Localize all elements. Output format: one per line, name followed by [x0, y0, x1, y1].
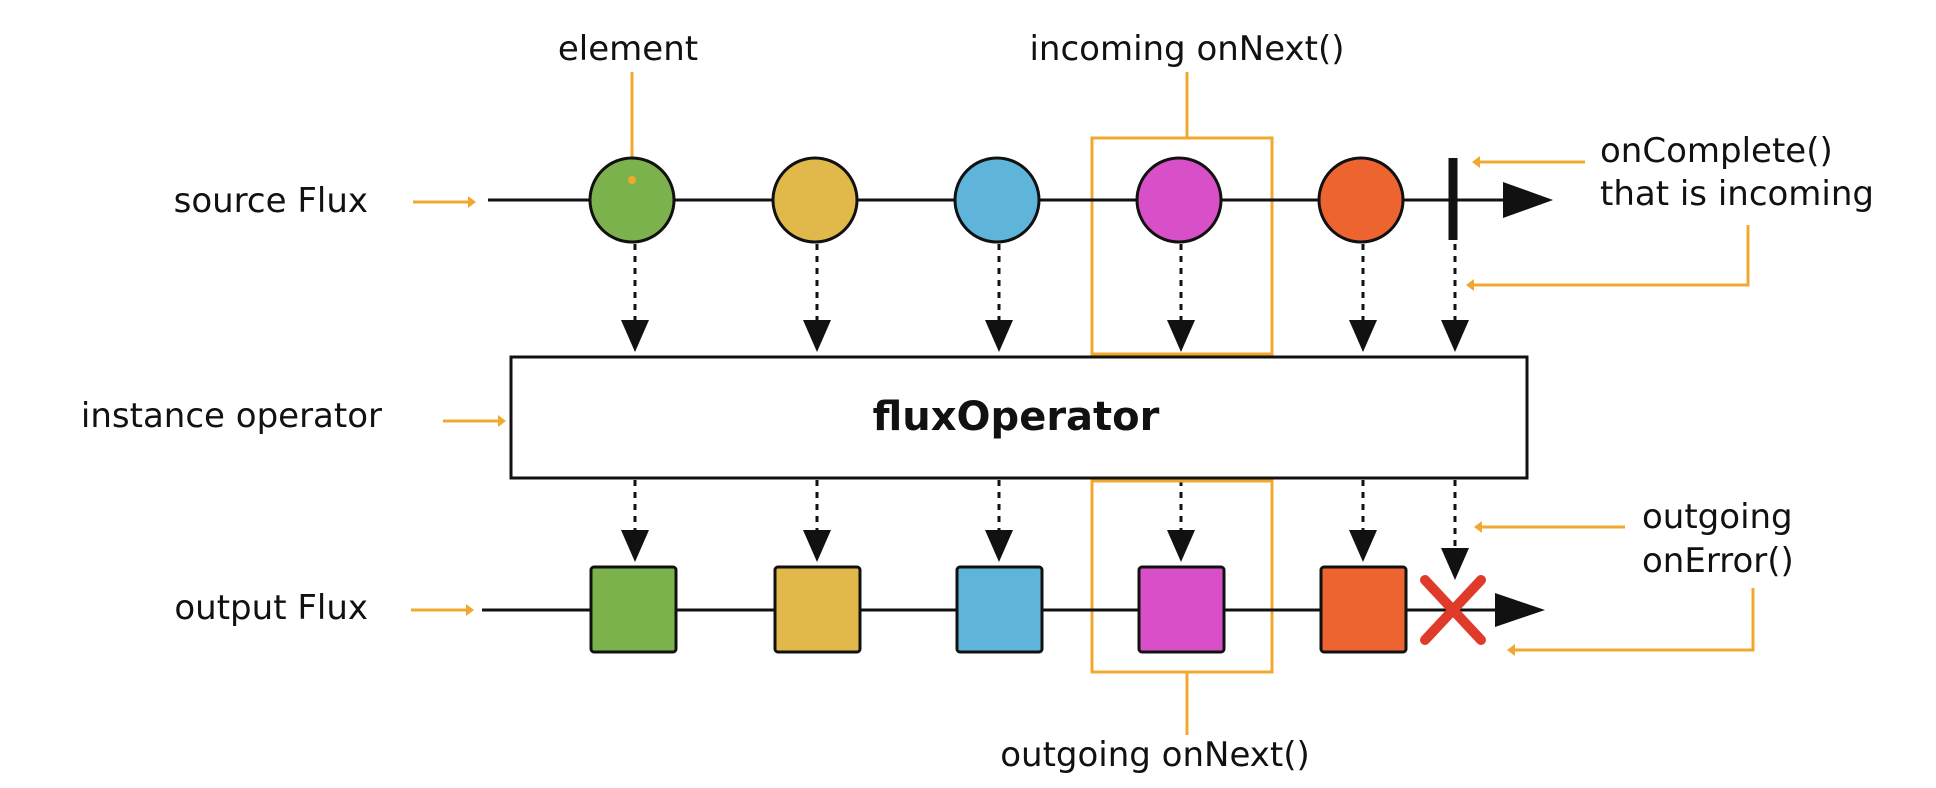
source-flux-pointer [413, 196, 476, 208]
source-element-4 [1135, 156, 1223, 244]
element-pointer-dot [628, 176, 636, 184]
source-flux-arrowhead [1503, 182, 1553, 218]
source-element-1 [588, 156, 676, 244]
flux-operator-box [509, 355, 1529, 480]
outgoing-onerror-label-line2: onError() [1642, 541, 1794, 581]
outgoing-onerror-label-line1: outgoing [1642, 497, 1793, 537]
output-flux-pointer [411, 604, 474, 616]
output-element-3 [955, 565, 1044, 654]
incoming-onnext-highlight [1090, 136, 1274, 356]
output-element-2 [773, 565, 862, 654]
instance-operator-pointer [443, 415, 506, 427]
source-element-2 [771, 156, 859, 244]
oncomplete-pointer [1466, 156, 1750, 291]
source-element-3 [953, 156, 1041, 244]
instance-operator-label: instance operator [81, 396, 382, 436]
onerror-x-icon [1420, 575, 1486, 645]
oncomplete-label-line2: that is incoming [1600, 174, 1874, 214]
outgoing-onnext-highlight [1090, 479, 1274, 674]
output-element-1 [589, 565, 678, 654]
incoming-arrows [621, 244, 1469, 352]
output-flux-arrowhead [1495, 593, 1545, 627]
source-element-5 [1317, 156, 1405, 244]
element-label: element [558, 29, 698, 69]
outgoing-onerror-pointer [1474, 521, 1755, 656]
oncomplete-label-line1: onComplete() [1600, 131, 1833, 171]
outgoing-arrows [621, 480, 1469, 580]
output-element-5 [1319, 565, 1408, 654]
flux-operator-label: fluxOperator [873, 394, 1160, 440]
output-element-4 [1137, 565, 1226, 654]
source-flux-label: source Flux [174, 181, 368, 221]
incoming-onnext-label: incoming onNext() [1029, 29, 1344, 69]
outgoing-onnext-label: outgoing onNext() [1000, 735, 1310, 775]
output-flux-label: output Flux [174, 588, 368, 628]
